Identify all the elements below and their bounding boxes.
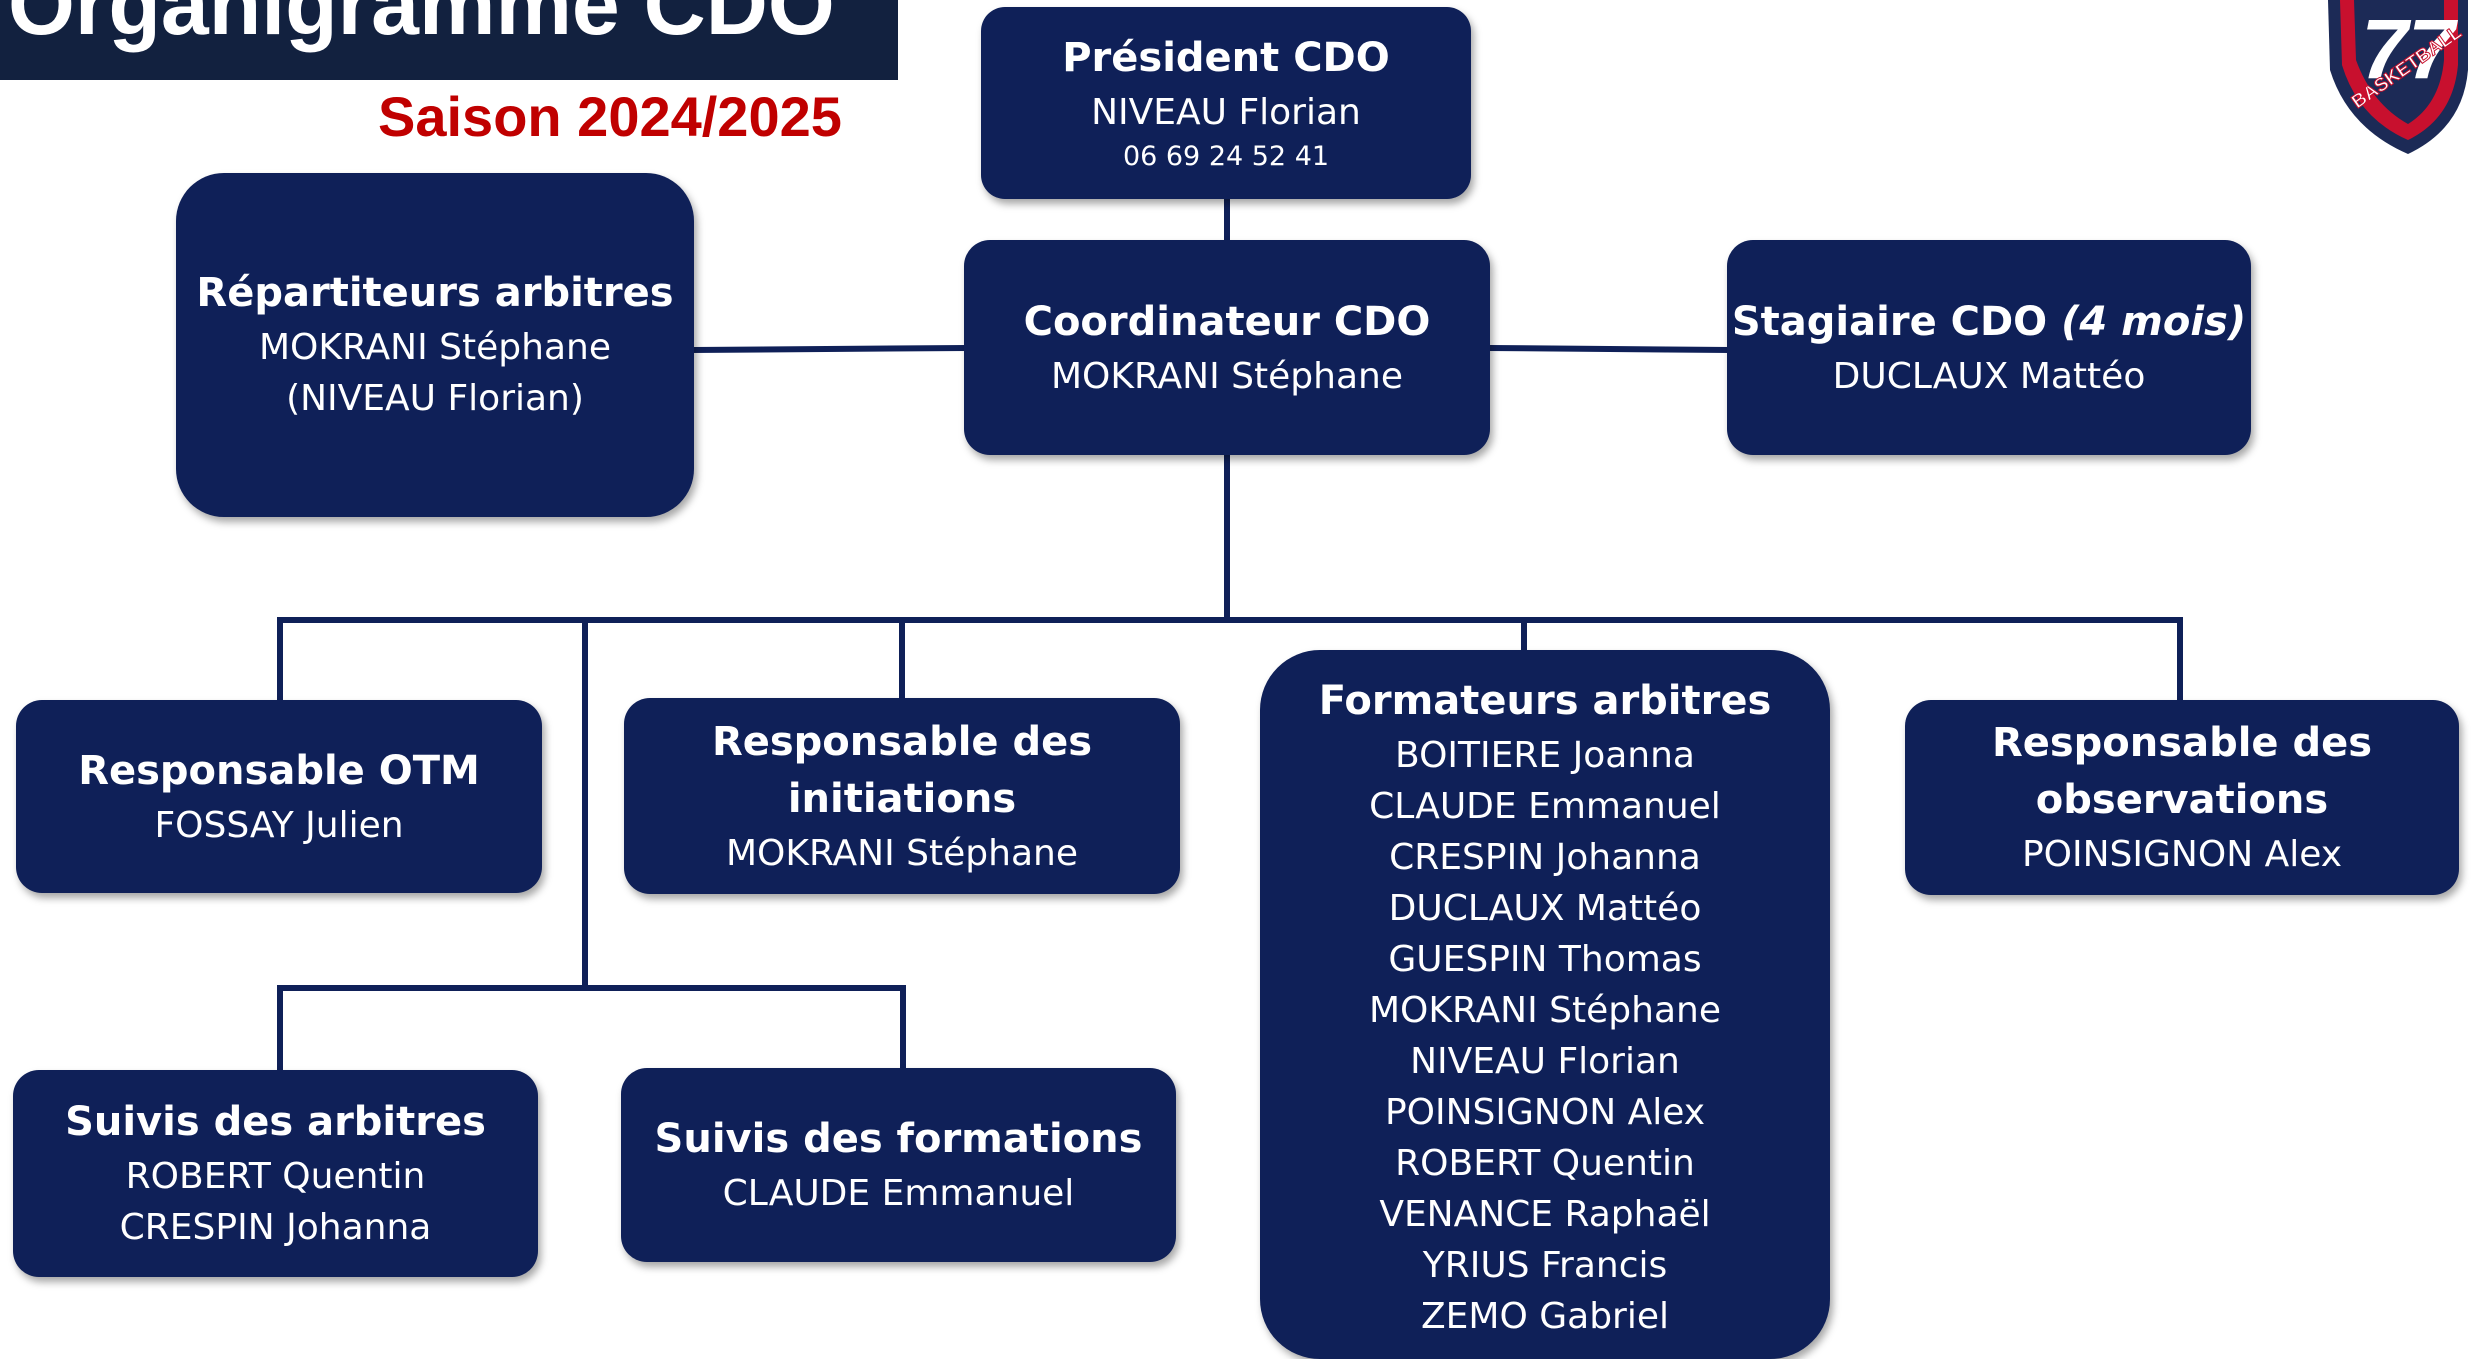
initiations-name: MOKRANI Stéphane (726, 832, 1078, 874)
basketball-77-shield-icon: 77 BASKETBALL (2318, 0, 2474, 162)
referee-dispatchers-box: Répartiteurs arbitres MOKRANI Stéphane (… (176, 173, 694, 517)
intern-title-note: (4 mois) (2061, 298, 2247, 345)
trainer-name: CRESPIN Johanna (1389, 837, 1701, 878)
observations-box: Responsable des observations POINSIGNON … (1905, 700, 2459, 895)
referee-followup-name: ROBERT Quentin (125, 1156, 426, 1197)
intern-title-row: Stagiaire CDO (4 mois) (1732, 294, 2246, 351)
referee-dispatchers-name: MOKRANI Stéphane (259, 327, 611, 368)
logo-number: 77 (2361, 2, 2458, 96)
intern-title: Stagiaire CDO (1731, 298, 2048, 345)
page-title: Organigramme CDO (8, 0, 835, 53)
president-box: Président CDO NIVEAU Florian 06 69 24 52… (981, 7, 1471, 199)
referee-followup-box: Suivis des arbitres ROBERT Quentin CRESP… (13, 1070, 538, 1277)
trainer-name: BOITIERE Joanna (1395, 735, 1695, 776)
observations-title-line: Responsable des (1991, 720, 2373, 766)
connector-coordinator-intern (1486, 344, 1731, 354)
intern-box: Stagiaire CDO (4 mois) DUCLAUX Mattéo (1727, 240, 2251, 455)
trainer-name: GUESPIN Thomas (1388, 939, 1702, 980)
coordinator-box: Coordinateur CDO MOKRANI Stéphane (964, 240, 1490, 455)
title-bar: Organigramme CDO (0, 0, 898, 80)
coordinator-name: MOKRANI Stéphane (1051, 355, 1403, 397)
referee-followup-name: CRESPIN Johanna (119, 1207, 432, 1248)
president-name: NIVEAU Florian (1091, 92, 1361, 133)
trainers-box: Formateurs arbitres BOITIERE Joanna CLAU… (1260, 650, 1830, 1359)
training-followup-title: Suivis des formations (654, 1116, 1143, 1162)
connector-dispatchers-coordinator (690, 344, 968, 354)
president-phone: 06 69 24 52 41 (1122, 141, 1330, 172)
referee-dispatchers-name: (NIVEAU Florian) (286, 378, 584, 419)
season-subtitle: Saison 2024/2025 (378, 85, 842, 148)
trainer-name: CLAUDE Emmanuel (1369, 786, 1721, 827)
intern-name: DUCLAUX Mattéo (1832, 355, 2146, 397)
trainer-name: DUCLAUX Mattéo (1388, 888, 1702, 929)
trainer-name: VENANCE Raphaël (1379, 1194, 1711, 1235)
initiations-box: Responsable des initiations MOKRANI Stép… (624, 698, 1180, 894)
trainer-name: ROBERT Quentin (1395, 1143, 1695, 1184)
otm-name: FOSSAY Julien (154, 804, 404, 846)
otm-box: Responsable OTM FOSSAY Julien (16, 700, 542, 893)
trainer-name: NIVEAU Florian (1410, 1041, 1680, 1082)
trainer-name: YRIUS Francis (1422, 1245, 1668, 1286)
observations-title-line: observations (2035, 777, 2329, 823)
training-followup-box: Suivis des formations CLAUDE Emmanuel (621, 1068, 1176, 1262)
training-followup-name: CLAUDE Emmanuel (722, 1173, 1075, 1214)
trainer-name: MOKRANI Stéphane (1369, 990, 1721, 1031)
referee-followup-title: Suivis des arbitres (65, 1099, 486, 1145)
trainers-title: Formateurs arbitres (1318, 678, 1772, 724)
initiations-title-line: Responsable des (711, 718, 1093, 765)
observations-name: POINSIGNON Alex (2021, 834, 2343, 875)
coordinator-title: Coordinateur CDO (1023, 298, 1431, 345)
president-title: Président CDO (1062, 35, 1390, 81)
trainer-name: POINSIGNON Alex (1384, 1092, 1706, 1133)
trainer-name: ZEMO Gabriel (1420, 1296, 1669, 1337)
otm-title: Responsable OTM (78, 747, 480, 794)
initiations-title-line: initiations (787, 775, 1017, 822)
referee-dispatchers-title: Répartiteurs arbitres (196, 270, 674, 316)
